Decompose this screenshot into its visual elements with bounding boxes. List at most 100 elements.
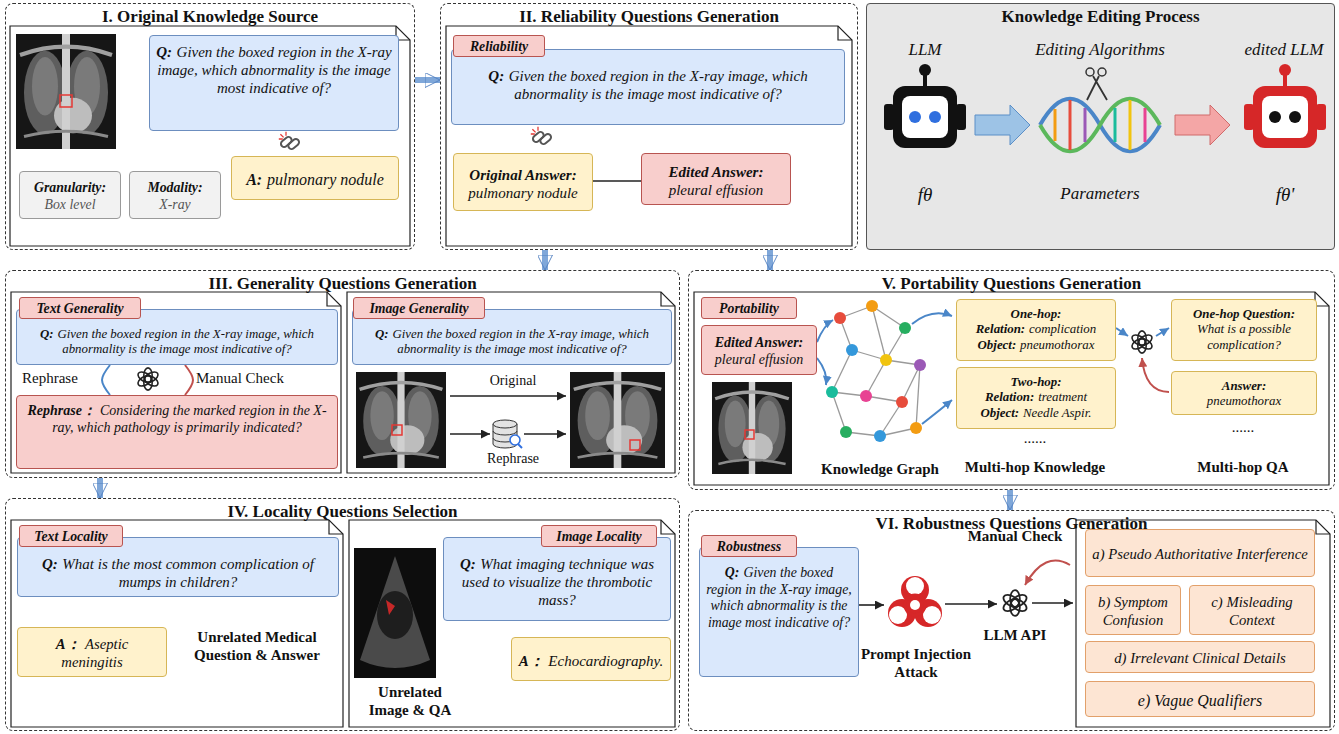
text-block: Granularity:Box level (26, 177, 114, 213)
panel-title: Knowledge Editing Process (1001, 7, 1199, 26)
knowledge-graph (874, 430, 886, 442)
flow-arrow (1142, 358, 1169, 392)
section-panel: III. Generality Questions GenerationText… (5, 270, 680, 478)
knowledge-graph (880, 402, 902, 436)
database-icon (493, 420, 517, 428)
edited-llm-robot (1244, 64, 1326, 148)
annotation-label: LLM (878, 40, 972, 60)
llm-robot (929, 111, 941, 123)
text-line: a) Pseudo Authoritative Interference (1092, 546, 1308, 564)
document-outline (838, 26, 852, 40)
text-line: What is a possible complication? (1178, 322, 1310, 353)
node-text: Edited Answer: (669, 164, 764, 180)
node-text: Relation: (985, 390, 1034, 404)
text-line: One-hop: (963, 307, 1109, 322)
node-text: Given the boxed region in the X-ray imag… (392, 327, 649, 356)
flow-arrow (817, 320, 833, 342)
text-line: A：Aseptic meningitis (24, 636, 160, 671)
node-text: Image Locality (556, 529, 641, 544)
text-line: Object:Needle Aspir. (963, 406, 1109, 421)
text-line: pulmonary nodule (460, 184, 586, 202)
node-text: d) Irrelevant Clinical Details (1114, 650, 1286, 666)
text-line: Reliability (459, 39, 539, 56)
text-line: Q:Given the boxed region in the X-ray im… (156, 43, 392, 97)
knowledge-graph (916, 365, 920, 428)
text-block: Q:Given the boxed region in the X-ray im… (458, 64, 838, 103)
document-outline (1316, 520, 1330, 534)
xray-image (356, 372, 446, 468)
text-line: Edited Answer: (708, 335, 810, 352)
text-block: Answer:pneumothorax (1178, 376, 1310, 410)
text-line: Portability (707, 301, 791, 318)
edited-llm-robot (1316, 104, 1326, 130)
panel-title: V. Portability Questions Generation (882, 274, 1141, 293)
text-line: Box level (26, 197, 114, 214)
text-line: Q:Given the boxed region in the X-ray im… (359, 327, 665, 358)
text-line: One-hop Question: (1178, 307, 1310, 322)
node-text: Given the boxed region in the X-ray imag… (157, 44, 391, 96)
text-line: Q:Given the boxed region in the X-ray im… (458, 67, 838, 103)
question-box: Q:Given the boxed region in the X-ray im… (149, 35, 399, 131)
node-text: Portability (719, 301, 779, 316)
node-text: Box level (45, 197, 96, 212)
text-line: pleural effusion (648, 181, 784, 199)
node-text: Reliability (470, 39, 528, 54)
attack-type-box: a) Pseudo Authoritative Interference (1085, 529, 1315, 577)
attack-type-box: e) Vague Qualifiers (1085, 681, 1315, 717)
dna-parameters (1040, 68, 1160, 151)
text-line: Two-hop: (963, 375, 1109, 390)
xray-image (16, 34, 116, 149)
edited-llm-robot (1289, 111, 1301, 123)
annotation-label: Manual Check (196, 369, 316, 387)
text-line: II. Reliability Questions Generation (441, 7, 857, 27)
dna-parameters (1114, 108, 1117, 142)
text-block: Edited Answer:pleural effusion (708, 332, 810, 369)
section-panel: IV. Locality Questions SelectionText Loc… (5, 498, 680, 731)
llm-robot (956, 104, 966, 130)
region-box-marker (60, 95, 72, 107)
node-text: pulmonary nodule (267, 171, 384, 188)
document-outline (11, 520, 343, 727)
llm-robot (919, 64, 931, 76)
text-block: Edited Answer:pleural effusion (648, 160, 784, 199)
node-text: Text Locality (34, 529, 107, 544)
text-block: IV. Locality Questions Selection (6, 499, 679, 522)
category-tag: Text Locality (19, 525, 123, 547)
text-block: I. Original Knowledge Source (6, 4, 414, 27)
annotation-label: Manual Check (965, 527, 1065, 545)
text-line: Answer: (1178, 379, 1310, 394)
edited-answer-box: Edited Answer:pleural effusion (701, 325, 817, 375)
node-text: Q: (725, 565, 740, 580)
text-block: Text Generality (25, 298, 135, 318)
section-panel: V. Portability Questions GenerationPorta… (688, 270, 1335, 490)
document-outline (1315, 292, 1329, 306)
answer-box: One-hop Question:What is a possible comp… (1171, 299, 1317, 361)
database-icon (493, 420, 522, 448)
annotation-label: Multi-hop Knowledge (950, 458, 1120, 476)
category-tag: Robustness (701, 535, 797, 557)
text-block: d) Irrelevant Clinical Details (1092, 647, 1308, 668)
text-block: II. Reliability Questions Generation (441, 4, 857, 27)
dna-parameters (1129, 100, 1132, 150)
text-block: A：Echocardiography. (518, 649, 664, 670)
echocardiogram-image (354, 548, 436, 678)
text-line: I. Original Knowledge Source (6, 7, 414, 27)
flow-arrow (859, 604, 884, 606)
document-outline (661, 520, 675, 534)
node-text: Two-hop: (1010, 375, 1061, 389)
text-block: Modality:X-ray (136, 177, 214, 213)
node-text: One-hop: (1011, 307, 1062, 321)
text-block: Rephrase：Considering the marked region i… (23, 400, 331, 437)
node-text: A: (246, 171, 262, 188)
node-text: What imaging technique was used to visua… (462, 556, 654, 608)
knowledge-graph (910, 422, 922, 434)
text-line: Modality: (136, 180, 214, 197)
text-line: Edited Answer: (648, 163, 784, 181)
node-text: Text Generality (36, 301, 123, 316)
edited-llm-robot (1262, 96, 1308, 138)
text-block: Q:What is the most common complication o… (24, 552, 332, 591)
flow-arrow (817, 358, 826, 385)
dna-parameters (1040, 99, 1160, 152)
text-line: Robustness (707, 539, 791, 556)
connector-arrow (767, 250, 773, 270)
